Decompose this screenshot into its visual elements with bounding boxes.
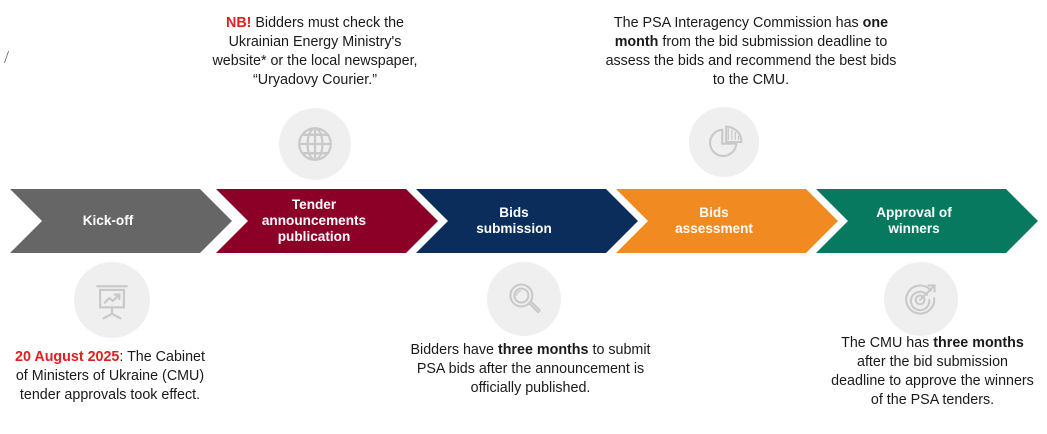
chevron-step-kick-off[interactable]: Kick-off — [10, 189, 232, 253]
callout-part2-assessment: from the bid submission deadline to asse… — [605, 33, 897, 88]
callout-part1-approval: The CMU has — [841, 335, 934, 351]
magnifier-icon — [487, 262, 561, 336]
callout-emphasis-submission: three months — [497, 342, 589, 358]
callout-part1-submission: Bidders have — [410, 342, 498, 358]
presentation-chart-icon — [74, 262, 150, 338]
callout-lead-nb: NB! — [226, 15, 252, 31]
callout-part2-approval: after the bid submission deadline to app… — [831, 353, 1034, 408]
stray-slash-mark: / — [4, 47, 10, 67]
callout-approval-of-winners: The CMU has three months after the bid s… — [828, 334, 1037, 409]
callout-tender-announcements: NB! Bidders must check the Ukrainian Ene… — [203, 14, 427, 89]
callout-emphasis-approval: three months — [933, 335, 1024, 351]
target-icon — [884, 262, 958, 336]
callout-emphasis-assessment: one month — [614, 15, 889, 50]
globe-icon — [279, 108, 351, 180]
callout-part1-assessment: The PSA Interagency Commission has — [613, 15, 863, 31]
callout-lead-date: 20 August 2025 — [15, 349, 120, 365]
callout-body-kick-off: : The Cabinet of Ministers of Ukraine (C… — [15, 349, 205, 403]
callout-body-tender: Bidders must check the Ukrainian Energy … — [212, 15, 418, 88]
callout-bids-assessment: The PSA Interagency Commission has one m… — [603, 14, 899, 89]
callout-part2-submission: to submit PSA bids after the announcemen… — [416, 342, 651, 396]
chevron-label-kick-off: Kick-off — [82, 212, 134, 228]
callout-kick-off: 20 August 2025: The Cabinet of Ministers… — [12, 348, 208, 405]
callout-bids-submission: Bidders have three months to submit PSA … — [404, 341, 657, 398]
pie-chart-icon — [689, 107, 759, 177]
